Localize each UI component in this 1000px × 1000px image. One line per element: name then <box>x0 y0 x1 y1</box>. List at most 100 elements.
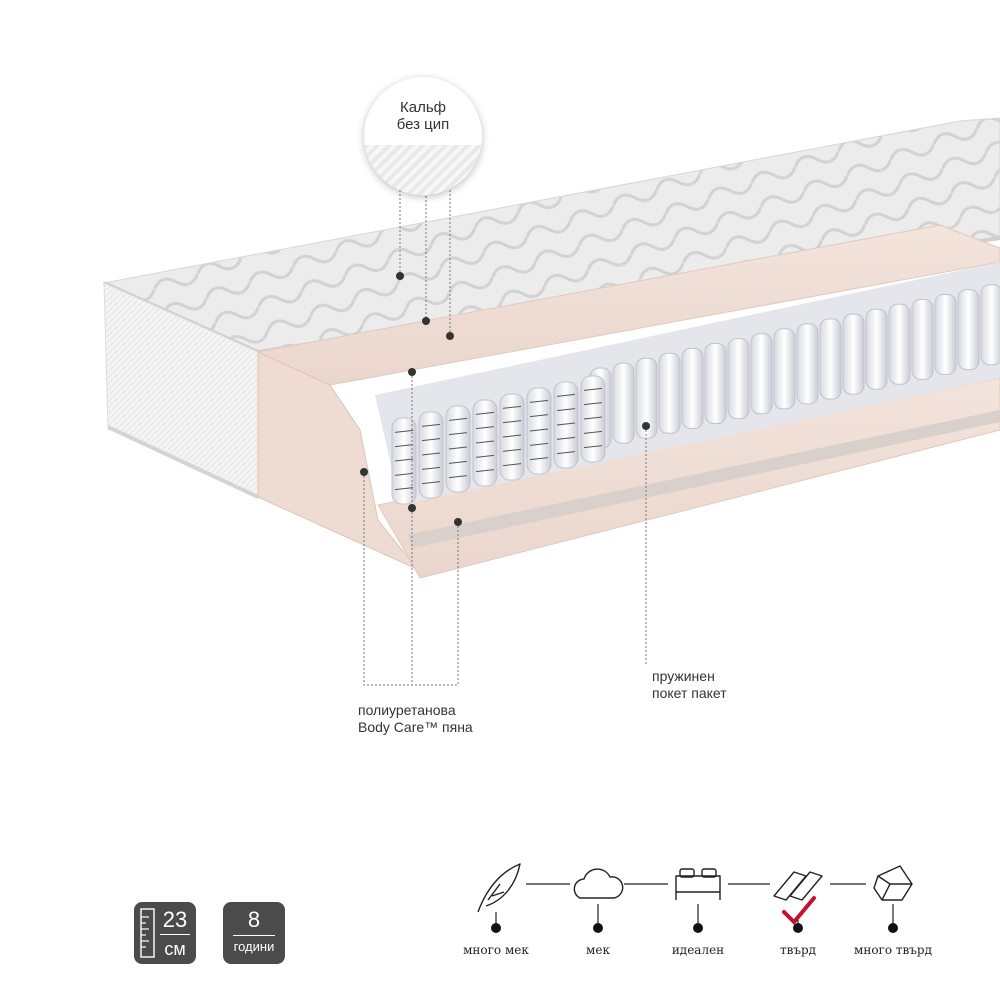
spring-pocket <box>773 328 796 410</box>
springs-label-line1: пружинен <box>652 668 715 684</box>
spring-pocket <box>888 303 911 385</box>
spring-coil <box>529 414 549 418</box>
spring-coil <box>475 440 495 444</box>
spring-coil <box>502 463 522 467</box>
spring-coil <box>448 417 468 421</box>
bed-icon <box>675 868 721 900</box>
spring-coil <box>556 422 576 426</box>
spring-coil <box>475 454 495 458</box>
spring-coil <box>529 442 549 446</box>
spring-pocket <box>499 393 525 481</box>
spring-coil <box>583 445 603 449</box>
spring-pocket <box>980 284 1000 366</box>
spring-coil <box>583 402 603 406</box>
spring-coil <box>502 448 522 452</box>
foam-front <box>257 351 431 576</box>
spring-coil <box>529 457 549 461</box>
spring-pocket <box>842 313 865 395</box>
spring-pocket <box>911 298 934 380</box>
spring-coil <box>529 428 549 432</box>
leader-lines <box>363 190 647 686</box>
spring-coil <box>502 434 522 438</box>
selected-check-icon <box>782 896 816 925</box>
spring-pocket <box>957 289 980 371</box>
foam-label: полиуретанова Body Care™ пяна <box>358 702 473 736</box>
height-unit: см <box>164 939 186 959</box>
spring-coil <box>421 438 441 442</box>
foam-label-line1: полиуретанова <box>358 702 456 718</box>
spring-coil <box>502 420 522 424</box>
spring-pocket <box>796 323 819 405</box>
spring-coil <box>529 399 549 403</box>
spring-coil <box>475 469 495 473</box>
spring-coil <box>475 411 495 415</box>
felt-strip <box>408 410 1000 548</box>
spring-coil <box>475 426 495 430</box>
cover-fabric-swatch <box>364 145 482 195</box>
spring-pocket <box>553 381 579 469</box>
warranty-value: 8 <box>247 907 261 932</box>
spring-pocket <box>472 399 498 487</box>
scale-label-very-firm: много твърд <box>854 943 932 957</box>
boards-icon <box>773 871 823 901</box>
spring-pocket <box>526 387 552 475</box>
springs-label: пружинен покет пакет <box>652 668 727 702</box>
spring-coil <box>583 387 603 391</box>
spring-pocket <box>819 318 842 400</box>
scale-label-very-soft: много мек <box>463 943 529 957</box>
spring-coil <box>583 416 603 420</box>
spring-coil <box>394 458 414 462</box>
cloud-icon <box>573 868 624 899</box>
spring-coil <box>502 405 522 409</box>
spring-coil <box>448 446 468 450</box>
scale-label-soft: мек <box>586 943 610 957</box>
spring-coil <box>421 466 441 470</box>
spring-coil <box>421 423 441 427</box>
spring-pocket <box>418 411 444 499</box>
spring-coil <box>556 393 576 397</box>
scale-dots <box>491 923 898 933</box>
cover-callout: Кальф без цип <box>364 77 482 195</box>
scale-label-ideal: идеален <box>671 943 725 957</box>
spring-coil <box>421 481 441 485</box>
spring-pocket <box>727 338 750 420</box>
height-value: 23 <box>162 907 188 932</box>
spring-pocket <box>612 362 635 444</box>
spring-coil <box>394 444 414 448</box>
spring-pocket <box>934 294 957 375</box>
spring-pocket <box>658 352 681 434</box>
leader-dots <box>360 272 650 526</box>
spring-coil <box>448 475 468 479</box>
bottom-piping <box>107 425 259 499</box>
spring-pack <box>391 284 1000 505</box>
rock-icon <box>873 865 913 901</box>
spring-coil <box>394 487 414 491</box>
foam-label-line2: Body Care™ пяна <box>358 719 473 735</box>
height-badge: 23 см <box>134 902 196 964</box>
spring-pocket <box>580 375 606 463</box>
spring-coil <box>448 432 468 436</box>
spring-coil <box>421 452 441 456</box>
scale-label-firm: твърд <box>779 943 817 957</box>
spring-pocket <box>445 405 471 493</box>
scale-stems <box>495 904 894 926</box>
spring-coil <box>556 451 576 455</box>
callout-line1: Кальф <box>400 99 446 116</box>
warranty-badge: 8 години <box>223 902 285 964</box>
warranty-unit: години <box>233 939 275 954</box>
spring-coil <box>583 430 603 434</box>
callout-line2: без цип <box>396 116 450 133</box>
spring-pocket <box>391 417 417 505</box>
spring-coil <box>394 472 414 476</box>
spring-pocket <box>704 343 727 424</box>
spring-coil <box>556 436 576 440</box>
ruler-icon <box>140 908 155 958</box>
springs-label-line2: покет пакет <box>652 685 727 701</box>
spring-pocket <box>681 347 704 429</box>
spring-pocket <box>750 333 773 415</box>
spring-coil <box>556 408 576 412</box>
feather-icon <box>477 863 521 913</box>
spring-coil <box>448 460 468 464</box>
spring-pocket <box>865 308 888 390</box>
